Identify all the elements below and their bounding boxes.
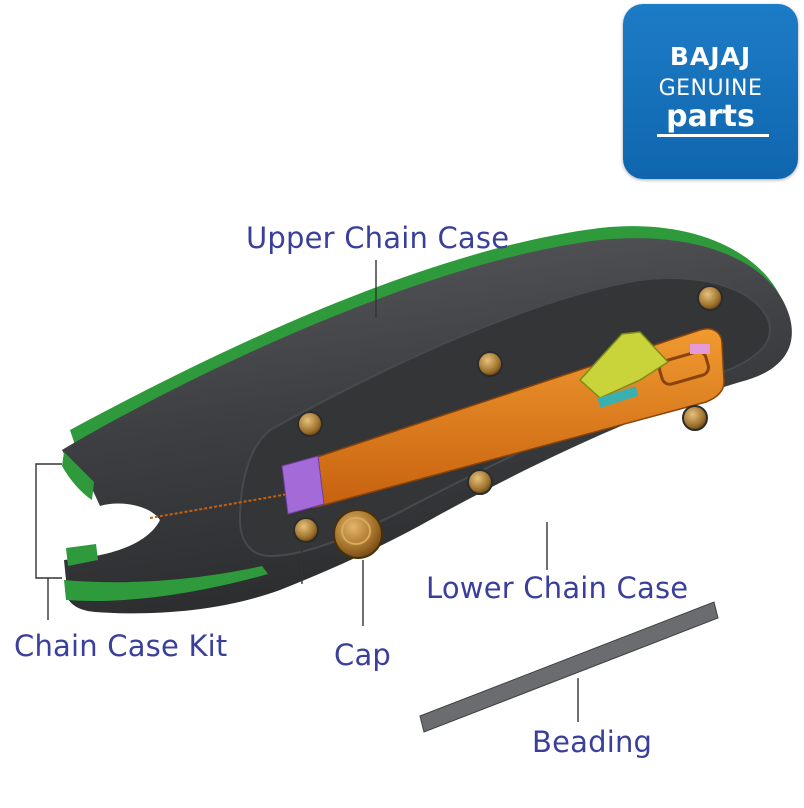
label-chain-case-kit: Chain Case Kit [14, 629, 228, 663]
bolt [297, 411, 323, 437]
cap-rim [341, 517, 371, 545]
upper-green-trim [70, 226, 782, 448]
teal-clip [597, 386, 639, 408]
bolt [697, 285, 723, 311]
bolt [682, 405, 708, 431]
bolt-group [293, 285, 723, 543]
label-upper-chain-case: Upper Chain Case [246, 221, 510, 255]
logo-brand-text: BAJAJ [669, 42, 752, 71]
swing-arm-slot [658, 350, 710, 386]
logo-genuine-text: GENUINE [658, 76, 763, 101]
lower-green-trim [64, 566, 268, 601]
fork-green-trim-bottom [66, 544, 98, 566]
logo-underline [657, 134, 769, 137]
bajaj-genuine-parts-logo: BAJAJ GENUINE parts [623, 4, 798, 179]
pink-clip [690, 344, 710, 354]
leader-chain-case-kit-bracket [35, 463, 62, 579]
bolt [467, 469, 493, 495]
label-beading: Beading [532, 725, 653, 759]
bolt [293, 517, 319, 543]
fork-green-trim-top [62, 452, 94, 500]
label-cap: Cap [334, 638, 392, 672]
label-lower-chain-case: Lower Chain Case [426, 571, 689, 605]
logo-parts-text: parts [666, 99, 755, 134]
bolt [477, 351, 503, 377]
chain-line [149, 491, 301, 519]
leader-lines [35, 260, 579, 722]
beading-strip [419, 601, 719, 733]
axle-block [281, 455, 325, 515]
